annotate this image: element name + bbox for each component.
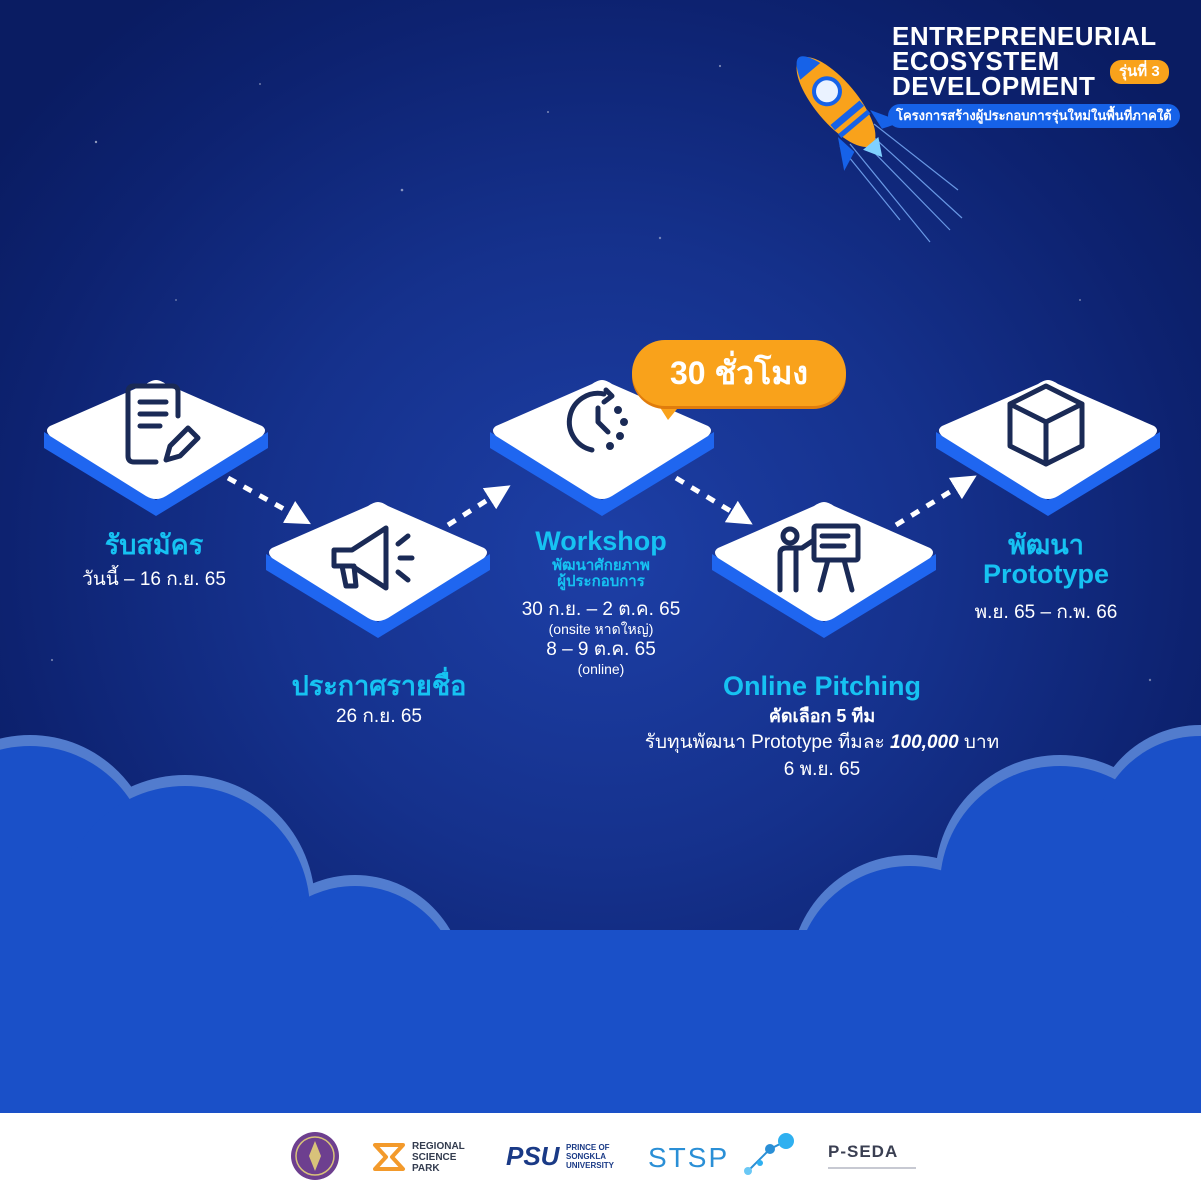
star: [658, 236, 662, 240]
brand-title-line: DEVELOPMENT: [892, 71, 1096, 101]
step4-funding-amount: 100,000: [889, 732, 959, 753]
header: ENTREPRENEURIAL ECOSYSTEM DEVELOPMENT รุ…: [770, 20, 1190, 250]
arrow-step3-to-step4: [674, 475, 753, 525]
star: [94, 140, 98, 144]
rsp-text: REGIONAL SCIENCE PARK: [412, 1141, 465, 1174]
step4-funding-suffix: บาท: [958, 732, 1000, 753]
step2-label: ประกาศรายชื่อ 26 ก.ย. 65: [264, 672, 494, 728]
regional-science-park-logo: REGIONAL SCIENCE PARK: [372, 1131, 482, 1181]
pseda-subline: [828, 1167, 916, 1169]
pseda-logo: P-SEDA: [828, 1131, 920, 1181]
step3-subtitle-line: พัฒนาศักยภาพ: [552, 557, 650, 574]
tagline: โครงการสร้างผู้ประกอบการรุ่นใหม่ในพื้นที…: [888, 104, 1180, 128]
star: [1148, 678, 1152, 682]
step3-date-online: 8 – 9 ต.ค. 65: [546, 639, 656, 660]
psu-text-line: PRINCE OF: [566, 1143, 610, 1152]
psu-mark: PSU: [506, 1141, 560, 1171]
step1-tile: [44, 380, 268, 516]
step3-date-onsite: 30 ก.ย. – 2 ต.ค. 65: [521, 599, 681, 620]
round-badge: รุ่นที่ 3: [1110, 60, 1169, 84]
step5-date: พ.ย. 65 – ก.พ. 66: [974, 602, 1118, 623]
step2-tile: [266, 502, 490, 638]
stsp-logo: STSP: [648, 1131, 798, 1181]
ministry-seal-icon: [291, 1132, 339, 1180]
star: [1079, 299, 1081, 301]
star: [259, 83, 261, 85]
step4-selection: คัดเลือก 5 ทีม: [768, 706, 876, 726]
star: [547, 111, 549, 113]
step3-onsite-note: (onsite หาดใหญ่): [548, 621, 654, 637]
rsp-text-line: REGIONAL: [412, 1141, 465, 1152]
brand-title-line: ECOSYSTEM: [892, 46, 1060, 76]
step4-funding: รับทุนพัฒนา Prototype ทีมละ 100,000 บาท: [622, 731, 1022, 754]
box-icon: [1007, 383, 1085, 467]
step4-title: Online Pitching: [722, 671, 921, 701]
step2-title: ประกาศรายชื่อ: [291, 671, 467, 701]
step3-title: Workshop: [535, 526, 667, 556]
step2-date: 26 ก.ย. 65: [335, 706, 423, 727]
step4-funding-prefix: รับทุนพัฒนา Prototype ทีมละ: [644, 732, 890, 753]
regional-science-park-mark: [373, 1143, 405, 1171]
step3-subtitle-line: ผู้ประกอบการ: [557, 573, 645, 590]
arrow-step1-to-step2: [226, 475, 311, 525]
clock-icon: [566, 387, 628, 453]
step5-label: พัฒนา Prototype พ.ย. 65 – ก.พ. 66: [946, 531, 1146, 624]
brand-title-line: ENTREPRENEURIAL: [892, 21, 1157, 51]
star: [175, 299, 177, 301]
step3-tile: [490, 380, 714, 516]
step1-label: รับสมัคร วันนี้ – 16 ก.ย. 65: [54, 531, 254, 591]
star: [400, 188, 404, 192]
pseda-mark: P-SEDA: [828, 1142, 899, 1161]
stsp-mark: STSP: [648, 1142, 730, 1173]
step5-tile: [936, 380, 1160, 516]
brand-title: ENTREPRENEURIAL ECOSYSTEM DEVELOPMENT: [892, 21, 1157, 101]
step1-title: รับสมัคร: [104, 530, 204, 560]
step5-title-line: Prototype: [982, 559, 1109, 589]
star: [718, 64, 722, 68]
presentation-board-icon: [777, 523, 861, 593]
step1-date: วันนี้ – 16 ก.ย. 65: [82, 569, 226, 590]
step4-label: Online Pitching คัดเลือก 5 ทีม รับทุนพัฒ…: [622, 672, 1022, 781]
step4-date: 6 พ.ย. 65: [783, 759, 861, 780]
footer: REGIONAL SCIENCE PARK PSU PRINCE OF SONG…: [0, 1113, 1201, 1201]
psu-logo: PSU PRINCE OF SONGKLA UNIVERSITY: [506, 1131, 624, 1181]
psu-text-line: SONGKLA: [566, 1152, 606, 1161]
megaphone-icon: [331, 525, 415, 591]
molecule-icon: [744, 1133, 794, 1175]
rocket-icon: [796, 56, 963, 243]
rsp-text-line: PARK: [412, 1163, 440, 1174]
document-pen-icon: [125, 383, 201, 465]
step5-title-line: พัฒนา: [1008, 530, 1084, 560]
hours-badge: 30 ชั่วโมง: [632, 340, 846, 406]
psu-text: PRINCE OF SONGKLA UNIVERSITY: [566, 1143, 614, 1170]
psu-text-line: UNIVERSITY: [566, 1161, 615, 1170]
star: [50, 658, 54, 662]
step3-online-note: (online): [577, 661, 625, 677]
step4-tile: [712, 502, 936, 638]
arrow-step4-to-step5: [894, 475, 977, 528]
cloud-body: [0, 736, 1201, 1146]
rsp-text-line: SCIENCE: [412, 1152, 457, 1163]
step3-label: Workshop พัฒนาศักยภาพ ผู้ประกอบการ 30 ก.…: [500, 527, 702, 678]
